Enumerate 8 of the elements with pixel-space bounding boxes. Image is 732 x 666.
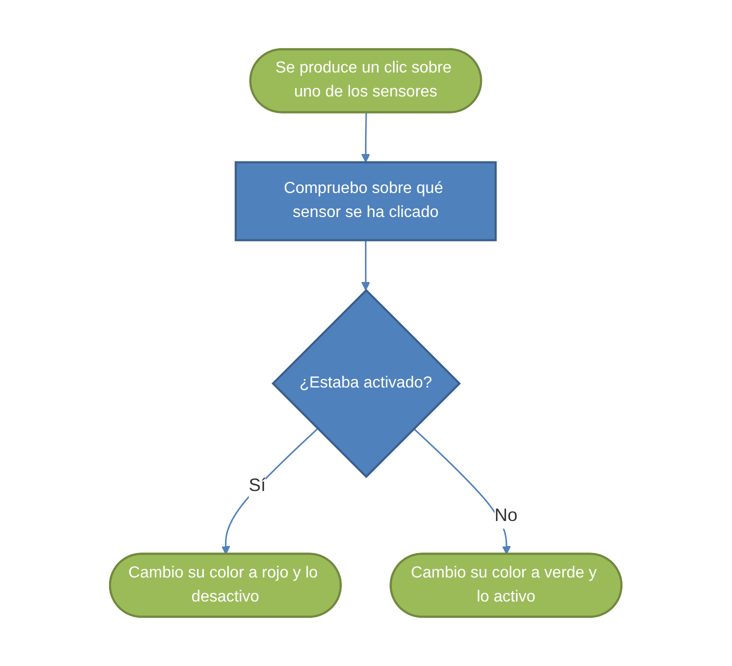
arrow xyxy=(362,112,370,163)
edge-label: Sí xyxy=(249,474,266,495)
edge-label: No xyxy=(494,504,518,525)
arrow xyxy=(414,428,512,555)
arrow xyxy=(362,240,370,291)
node-box: Compruebo sobre qué sensor se ha clicado xyxy=(235,161,497,242)
node-diamond: ¿Estaba activado? xyxy=(272,288,462,478)
arrow xyxy=(222,428,318,555)
